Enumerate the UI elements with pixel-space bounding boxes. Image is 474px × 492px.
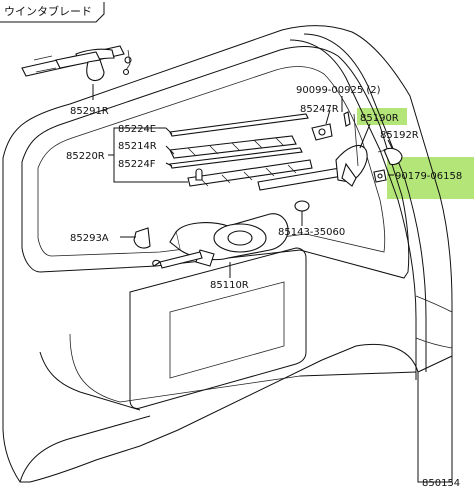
nut-90179	[373, 169, 387, 183]
screw-90099	[343, 111, 351, 127]
clip-85293a	[133, 227, 151, 249]
wiper-motor-85110r	[152, 213, 289, 269]
blade-pivot-85247r	[311, 123, 333, 141]
leader-lines	[108, 96, 394, 278]
wiper-blade-85214r	[169, 135, 297, 159]
highlight-85190r	[357, 108, 407, 125]
label-85214r: 85214R	[118, 141, 157, 152]
label-85224e: 85224E	[118, 124, 156, 135]
wiper-arm-assembly-85291r	[21, 45, 132, 82]
label-90099: 90099-00925 (2)	[296, 85, 381, 96]
label-90179: 90179-06158	[395, 171, 462, 182]
license-plate-recess	[129, 247, 307, 409]
title-bracket: ウインタブレード	[0, 2, 105, 23]
label-85110r: 85110R	[210, 280, 249, 291]
figure-number: 850154	[422, 478, 460, 489]
wiper-cap-85192r	[377, 147, 403, 166]
label-85192r: 85192R	[380, 130, 419, 141]
grommet-85143	[294, 200, 310, 212]
wiper-blade-85224e	[169, 113, 309, 137]
label-85220r: 85220R	[66, 151, 105, 162]
label-85190r: 85190R	[360, 113, 399, 124]
label-85291r: 85291R	[70, 106, 109, 117]
wiper-blade-85220r	[187, 159, 313, 187]
rear-wiper-arm-85190r	[257, 113, 368, 191]
back-door-body	[2, 25, 453, 483]
label-85143: 85143-35060	[278, 227, 345, 238]
label-85247r: 85247R	[300, 104, 339, 115]
part-labels: 90099-00925 (2) 85247R 85190R 85192R 901…	[66, 85, 462, 489]
wiper-blade-85224f	[169, 147, 303, 169]
label-85224f: 85224F	[118, 159, 156, 170]
label-85293a: 85293A	[70, 233, 109, 244]
diagram-title: ウインタブレード	[4, 4, 92, 18]
